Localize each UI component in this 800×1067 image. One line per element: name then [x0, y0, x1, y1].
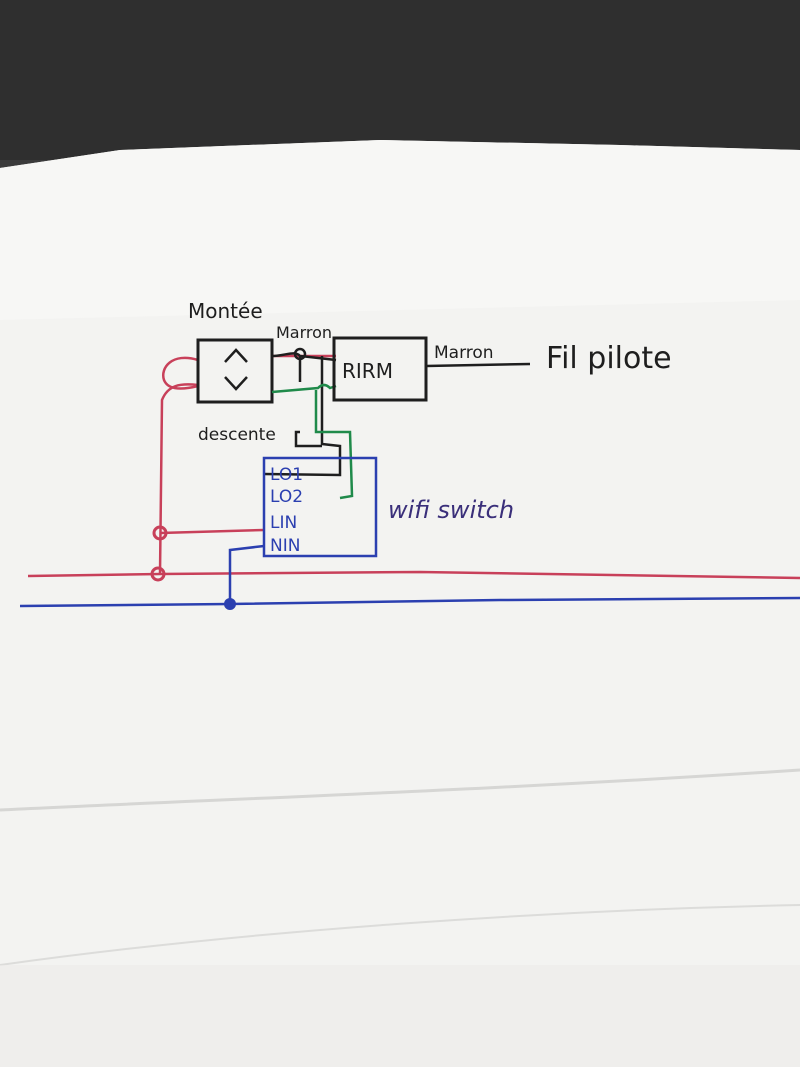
paper-fold-2 [0, 904, 800, 966]
fil-pilote-wire [425, 362, 531, 368]
label-montee: Montée [188, 299, 263, 323]
terminal-lin: LIN [270, 513, 297, 533]
green-wire-to-lo2 [314, 390, 354, 500]
rirm-label: RIRM [342, 359, 393, 383]
label-descente: descente [198, 425, 276, 445]
green-wire-top [271, 383, 337, 394]
label-marron-top: Marron [276, 323, 332, 342]
terminal-lo1: LO1 [270, 465, 303, 485]
background-shadow [0, 0, 800, 160]
terminal-lo2: LO2 [270, 487, 303, 507]
up-down-chevron-icon [224, 348, 248, 391]
paper-highlight [0, 140, 800, 320]
blue-junction [224, 598, 236, 610]
red-wire-to-lin [159, 528, 265, 535]
red-junction-1 [152, 525, 168, 541]
phase-line [27, 570, 800, 580]
paper-sheet [0, 140, 800, 1067]
red-junction-2 [150, 566, 166, 582]
label-marron-right: Marron [434, 343, 494, 363]
roller-switch-box [196, 338, 274, 404]
black-wire-top [271, 352, 337, 362]
label-fil-pilote: Fil pilote [546, 341, 672, 376]
wifi-switch-box [262, 456, 378, 558]
rirm-box [332, 336, 428, 402]
black-wire-descente [294, 430, 322, 448]
black-wire-to-lo1 [263, 356, 342, 477]
red-wire-loop [162, 356, 199, 390]
paper-fold-1 [0, 768, 800, 812]
label-wifi-switch: wifi switch [388, 496, 514, 524]
paper-bottom-shade [0, 965, 800, 1067]
blue-wire-to-nin [228, 544, 265, 604]
terminal-nin: NIN [270, 536, 300, 556]
neutral-line [19, 596, 800, 608]
